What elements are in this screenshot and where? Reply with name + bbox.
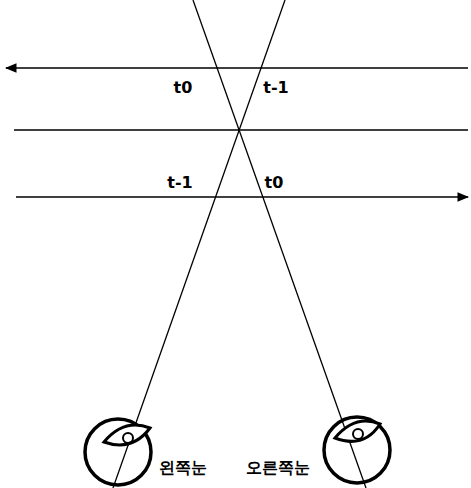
left-eye <box>85 419 151 485</box>
time-label: t0 <box>264 174 285 192</box>
motion-line-left <box>6 67 468 68</box>
time-label: t-1 <box>262 79 289 97</box>
motion-line-right <box>16 196 468 197</box>
time-label: t0 <box>173 79 194 97</box>
right-sight-line <box>193 0 366 488</box>
left-sight-line <box>113 0 285 488</box>
right-eye <box>324 417 390 483</box>
eye-label: 오른쪽눈 <box>245 459 311 477</box>
eye-label: 왼쪽눈 <box>158 459 208 477</box>
fixation-plane <box>14 129 468 130</box>
time-label: t-1 <box>166 174 193 192</box>
